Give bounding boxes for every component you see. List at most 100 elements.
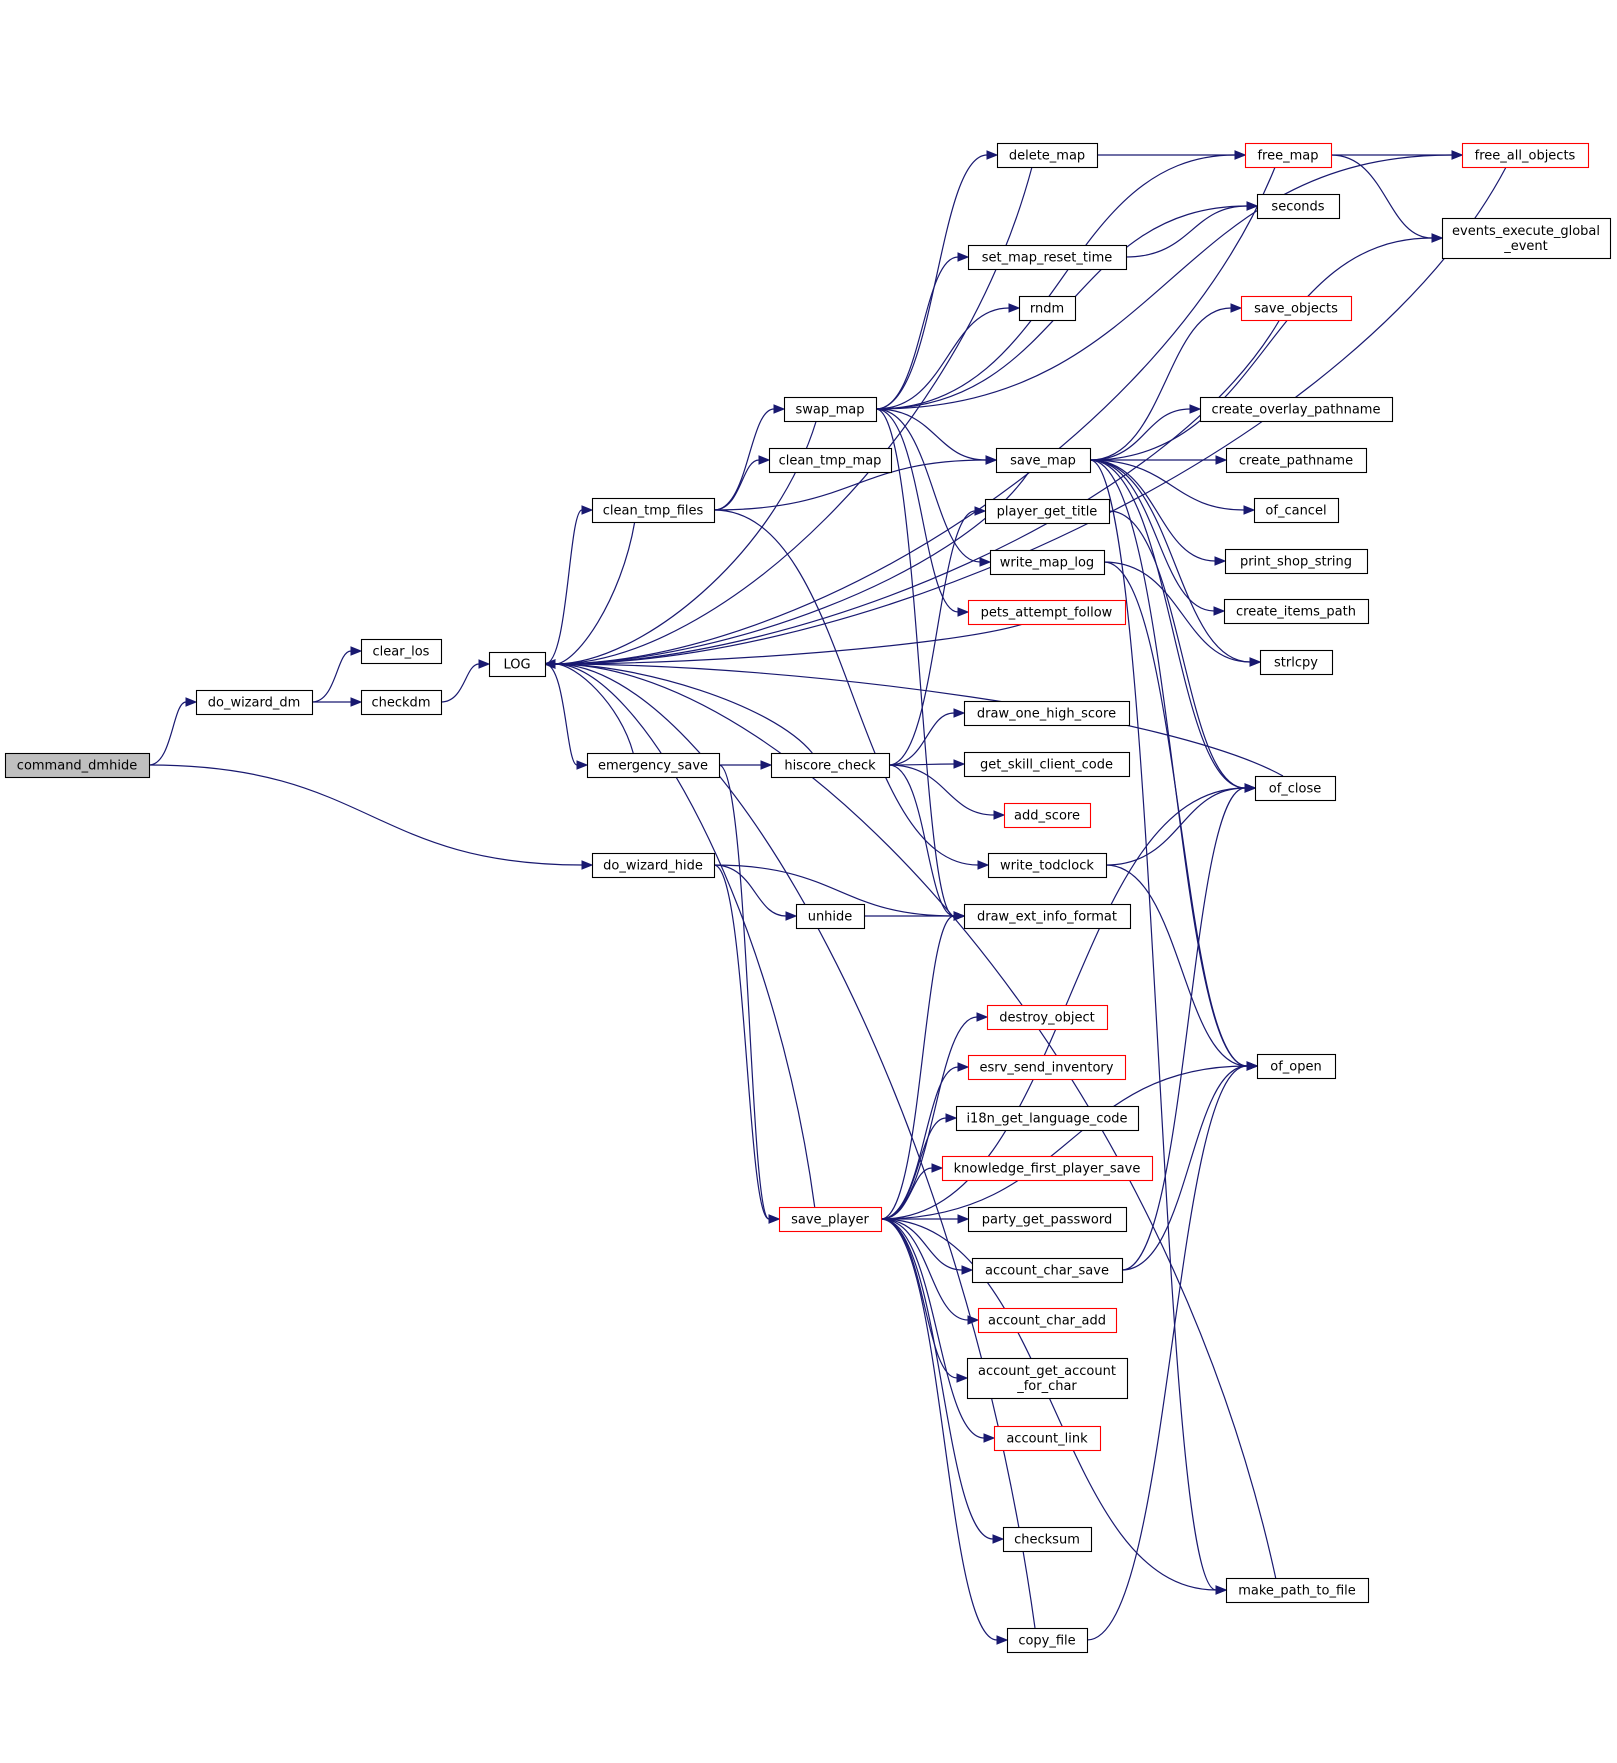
edge-hiscore_check-to-draw_one_high_score [888, 708, 966, 766]
node-get-skill-client-code[interactable]: get_skill_client_code [963, 751, 1131, 778]
node-label: free_all_objects [1475, 149, 1576, 164]
node-command-dmhide[interactable]: command_dmhide [4, 752, 151, 779]
edge-free_map-to-events_execute_global_event [1330, 154, 1444, 243]
node-label: delete_map [1009, 149, 1085, 164]
node-hiscore-check[interactable]: hiscore_check [770, 752, 891, 779]
node-print-shop-string[interactable]: print_shop_string [1224, 548, 1369, 575]
node-save-player[interactable]: save_player [778, 1206, 883, 1233]
node-label: print_shop_string [1240, 555, 1352, 570]
edge-hiscore_check-to-draw_ext_info_format [888, 764, 966, 921]
node-account-char-save[interactable]: account_char_save [971, 1257, 1124, 1284]
node-label: create_overlay_pathname [1212, 403, 1381, 418]
node-strlcpy[interactable]: strlcpy [1259, 649, 1334, 676]
node-label: do_wizard_dm [208, 696, 301, 711]
edge-emergency_save-to-LOG [543, 659, 634, 754]
node-emergency-save[interactable]: emergency_save [586, 752, 721, 779]
node-label: account_char_save [985, 1264, 1109, 1279]
edge-save_player-to-i18n_get_language_code [880, 1113, 958, 1220]
node-label: create_items_path [1236, 605, 1356, 620]
node-do-wizard-dm[interactable]: do_wizard_dm [195, 689, 314, 716]
node-events-execute-global-event[interactable]: events_execute_global_event [1441, 217, 1612, 260]
node-free-all-objects[interactable]: free_all_objects [1461, 142, 1590, 169]
node-checkdm[interactable]: checkdm [360, 689, 443, 716]
node-seconds[interactable]: seconds [1256, 193, 1341, 220]
edge-save_player-to-account_link [880, 1218, 996, 1443]
node-label: free_map [1257, 149, 1318, 164]
node-label: _event [1503, 239, 1548, 254]
edge-swap_map-to-write_map_log [875, 408, 992, 567]
edge-save_player-to-esrv_send_inventory [880, 1062, 970, 1220]
node-do-wizard-hide[interactable]: do_wizard_hide [591, 852, 716, 879]
node-rndm[interactable]: rndm [1018, 295, 1077, 322]
node-party-get-password[interactable]: party_get_password [967, 1206, 1128, 1233]
edge-LOG-to-clean_tmp_files [544, 505, 594, 665]
node-esrv-send-inventory[interactable]: esrv_send_inventory [967, 1054, 1127, 1081]
edge-write_map_log-to-strlcpy [1103, 561, 1262, 667]
edge-delete_map-to-free_map [1097, 150, 1247, 160]
node-label: of_cancel [1265, 504, 1326, 519]
node-clear-los[interactable]: clear_los [360, 638, 443, 665]
node-label: emergency_save [598, 759, 708, 774]
edge-hiscore_check-to-player_get_title [888, 506, 987, 766]
node-clean-tmp-files[interactable]: clean_tmp_files [591, 497, 716, 524]
node-label: draw_one_high_score [977, 707, 1116, 722]
call-edges [148, 150, 1507, 1645]
node-add-score[interactable]: add_score [1003, 802, 1092, 829]
edge-set_map_reset_time-to-seconds [1125, 201, 1259, 258]
node-checksum[interactable]: checksum [1002, 1526, 1093, 1553]
edge-write_todclock-to-of_open [1105, 864, 1259, 1071]
node-of-open[interactable]: of_open [1256, 1053, 1337, 1080]
node-write-map-log[interactable]: write_map_log [989, 549, 1106, 576]
node-make-path-to-file[interactable]: make_path_to_file [1225, 1577, 1370, 1604]
node-save-map[interactable]: save_map [995, 447, 1092, 474]
node-account-get-account-for-char[interactable]: account_get_account_for_char [966, 1357, 1129, 1400]
edge-hiscore_check-to-add_score [888, 764, 1006, 820]
edge-swap_map-to-set_map_reset_time [875, 252, 970, 410]
edge-clean_tmp_files-to-clean_tmp_map [713, 455, 771, 511]
node-player-get-title[interactable]: player_get_title [984, 498, 1111, 525]
node-account-link[interactable]: account_link [993, 1425, 1102, 1452]
node-draw-one-high-score[interactable]: draw_one_high_score [963, 700, 1131, 727]
node-pets-attempt-follow[interactable]: pets_attempt_follow [967, 599, 1127, 626]
edge-save_player-to-of_close [880, 783, 1257, 1220]
edge-save_map-to-create_pathname [1089, 455, 1228, 465]
node-label: command_dmhide [17, 759, 137, 774]
node-write-todclock[interactable]: write_todclock [987, 852, 1108, 879]
node-label: copy_file [1018, 1634, 1075, 1649]
function-nodes: command_dmhide do_wizard_dm do_wizard_hide… [4, 142, 1612, 1654]
node-create-pathname[interactable]: create_pathname [1225, 447, 1368, 474]
node-create-overlay-pathname[interactable]: create_overlay_pathname [1199, 396, 1394, 423]
node-set-map-reset-time[interactable]: set_map_reset_time [967, 244, 1128, 271]
node-draw-ext-info-format[interactable]: draw_ext_info_format [963, 903, 1132, 930]
node-of-cancel[interactable]: of_cancel [1253, 497, 1340, 524]
node-LOG[interactable]: LOG [488, 651, 547, 678]
node-label: strlcpy [1274, 656, 1318, 671]
node-label: save_map [1010, 454, 1076, 469]
node-knowledge-first-player-save[interactable]: knowledge_first_player_save [941, 1155, 1154, 1182]
node-account-char-add[interactable]: account_char_add [977, 1307, 1118, 1334]
node-copy-file[interactable]: copy_file [1006, 1627, 1089, 1654]
node-of-close[interactable]: of_close [1254, 775, 1337, 802]
node-i18n-get-language-code[interactable]: i18n_get_language_code [955, 1105, 1140, 1132]
node-swap-map[interactable]: swap_map [783, 396, 878, 423]
node-clean-tmp-map[interactable]: clean_tmp_map [768, 447, 893, 474]
node-destroy-object[interactable]: destroy_object [986, 1004, 1109, 1031]
node-label: add_score [1014, 809, 1080, 824]
node-delete-map[interactable]: delete_map [996, 142, 1099, 169]
node-label: events_execute_global [1452, 224, 1600, 239]
edge-save_map-to-create_items_path [1089, 459, 1226, 616]
edge-emergency_save-to-hiscore_check [718, 760, 773, 770]
node-save-objects[interactable]: save_objects [1240, 295, 1353, 322]
edge-LOG-to-emergency_save [544, 663, 589, 770]
node-label: make_path_to_file [1238, 1584, 1356, 1599]
node-label: player_get_title [997, 505, 1098, 520]
node-unhide[interactable]: unhide [795, 903, 866, 930]
node-label: save_player [791, 1213, 869, 1228]
node-label: account_char_add [988, 1314, 1106, 1329]
node-label: party_get_password [982, 1213, 1112, 1228]
edge-make_path_to_file-to-LOG [543, 659, 1277, 1579]
node-create-items-path[interactable]: create_items_path [1223, 598, 1370, 625]
node-free-map[interactable]: free_map [1244, 142, 1333, 169]
node-label: account_get_account [978, 1364, 1116, 1379]
node-label: do_wizard_hide [603, 859, 703, 874]
